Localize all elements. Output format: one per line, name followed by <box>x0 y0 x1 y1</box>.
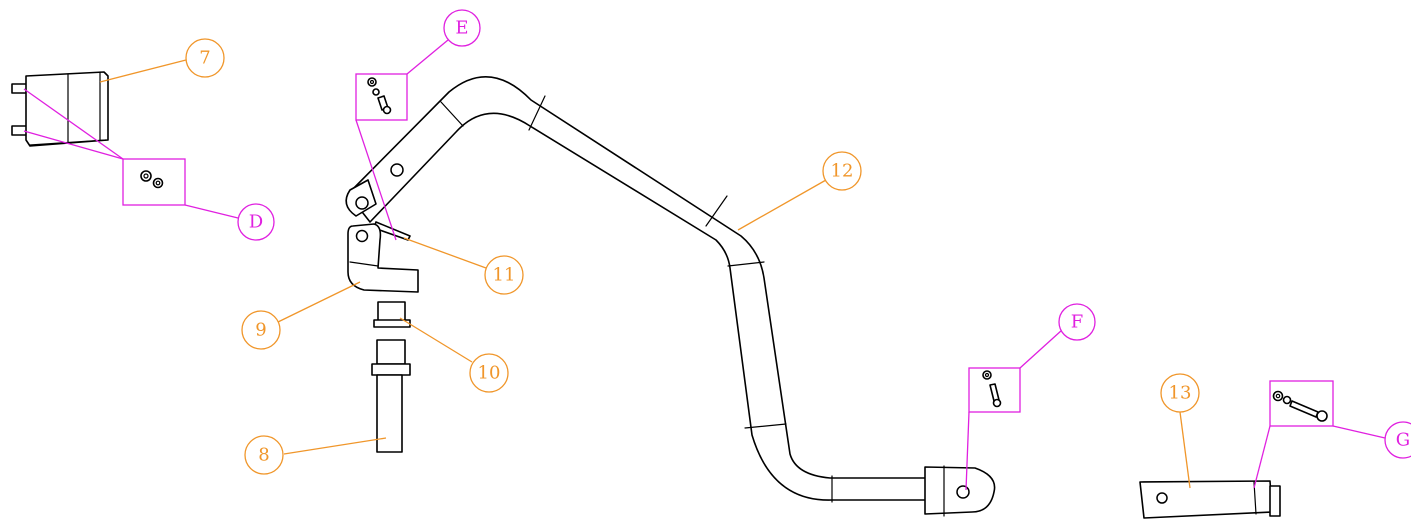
part-7-bracket <box>11 71 109 147</box>
detail-callout-e: E <box>355 9 481 241</box>
balloon-label-12: 12 <box>831 161 854 182</box>
balloon-circle-9 <box>241 310 281 350</box>
part-9-hole <box>355 229 369 243</box>
part-balloon-9: 9 <box>241 281 361 350</box>
part-8-pin <box>371 339 411 453</box>
part-balloon-7: 7 <box>99 38 225 83</box>
callout-box-d <box>122 158 186 206</box>
hardware-detail-f <box>982 370 1002 408</box>
balloon-label-10: 10 <box>478 363 501 384</box>
part-balloon-11: 11 <box>403 237 524 295</box>
hardware-detail-e <box>367 77 392 115</box>
callout-balloon-d <box>237 203 275 241</box>
callout-label-f: F <box>1071 312 1084 333</box>
callout-balloon-e <box>443 9 481 47</box>
balloon-circle-13 <box>1160 373 1200 413</box>
balloon-circle-10 <box>469 353 509 393</box>
detail-callout-g: G <box>1253 380 1411 489</box>
part-balloon-8: 8 <box>244 435 387 475</box>
balloon-circle-7 <box>185 38 225 78</box>
balloon-circle-11 <box>484 255 524 295</box>
balloon-label-13: 13 <box>1169 383 1192 404</box>
part-balloon-12: 12 <box>737 151 862 231</box>
balloon-label-11: 11 <box>493 265 516 286</box>
part-balloon-13: 13 <box>1160 373 1200 489</box>
balloon-label-7: 7 <box>199 48 210 69</box>
part-balloon-10: 10 <box>399 317 509 393</box>
balloon-label-9: 9 <box>255 320 266 341</box>
hardware-detail-d <box>140 170 164 189</box>
part-13-bar <box>1139 480 1281 519</box>
callout-box-f <box>968 367 1021 413</box>
detail-callout-d: D <box>23 88 275 241</box>
callout-balloon-g <box>1384 421 1411 459</box>
part-12-bent-tube <box>345 75 996 517</box>
part-12-lower-hole <box>956 485 970 499</box>
balloon-circle-12 <box>822 151 862 191</box>
part-13-hole <box>1156 492 1168 504</box>
callout-balloon-f <box>1058 303 1096 341</box>
part-9-mount <box>347 223 419 293</box>
callout-label-g: G <box>1396 430 1410 451</box>
detail-callout-f: F <box>965 303 1096 491</box>
part-10-bushing <box>373 301 411 328</box>
callout-box-e <box>355 73 408 121</box>
balloon-label-8: 8 <box>258 445 269 466</box>
hardware-detail-g <box>1272 390 1328 422</box>
part-12-upper-hole <box>355 196 369 210</box>
callout-box-g <box>1269 380 1334 427</box>
callout-label-e: E <box>455 18 468 39</box>
part-12-pivot-hole <box>390 163 404 177</box>
balloon-circle-8 <box>244 435 284 475</box>
callout-label-d: D <box>249 212 263 233</box>
